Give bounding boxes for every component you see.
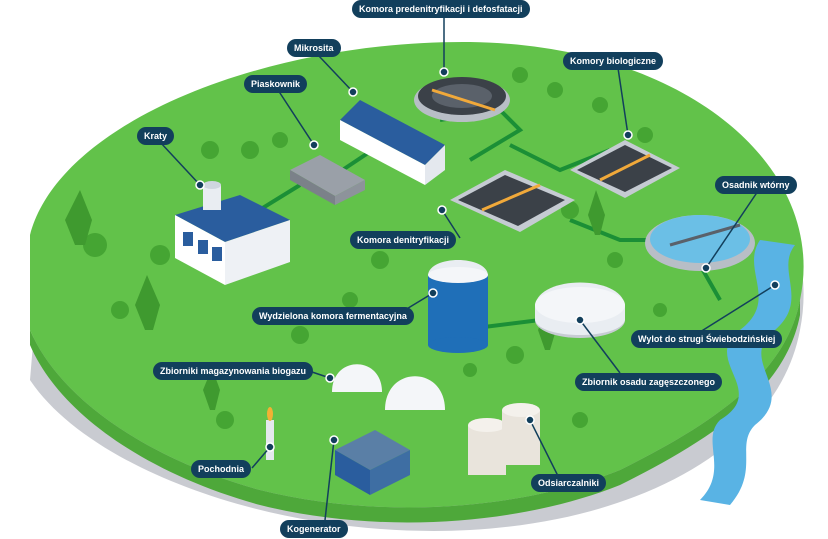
leader-dots: [195, 67, 780, 452]
label-kraty: Kraty: [137, 127, 175, 145]
label-mikrosita: Mikrosita: [287, 39, 341, 57]
cogenerator-building: [335, 430, 410, 495]
komora-predenitryfikacji: [414, 77, 510, 122]
label-piaskownik: Piaskownik: [244, 75, 308, 93]
label-zbiorniki-biogazu: Zbiorniki magazynowania biogazu: [153, 362, 314, 380]
sludge-thickener: [535, 282, 625, 338]
label-wylot: Wylot do strugi Świebodzińskiej: [631, 330, 783, 348]
komory-biologiczne: [570, 140, 680, 198]
mikrosita-building: [340, 100, 445, 185]
label-kogenerator: Kogenerator: [280, 520, 348, 538]
trees: [83, 67, 667, 429]
label-zbiornik-osadu: Zbiornik osadu zagęszczonego: [575, 373, 723, 391]
label-osadnik-wtorny: Osadnik wtórny: [715, 176, 797, 194]
label-odsiarczalniki: Odsiarczalniki: [531, 474, 607, 492]
label-komory-biologiczne: Komory biologiczne: [563, 52, 664, 70]
komora-denitryfikacji: [450, 170, 575, 232]
kraty-building: [175, 181, 290, 285]
biogas-domes: [332, 364, 445, 410]
label-komora-denitryfikacji: Komora denitryfikacji: [350, 231, 457, 249]
river: [700, 240, 795, 505]
label-wydzielona-komora: Wydzielona komora fermentacyjna: [252, 307, 414, 325]
label-pochodnia: Pochodnia: [191, 460, 252, 478]
osadnik-wtorny: [645, 215, 755, 271]
piaskownik: [290, 155, 365, 205]
flare-stack: [266, 407, 274, 460]
label-komora-predenitryfikacji: Komora predenitryfikacji i defosfatacji: [352, 0, 530, 18]
fermentation-tank: [428, 260, 488, 353]
